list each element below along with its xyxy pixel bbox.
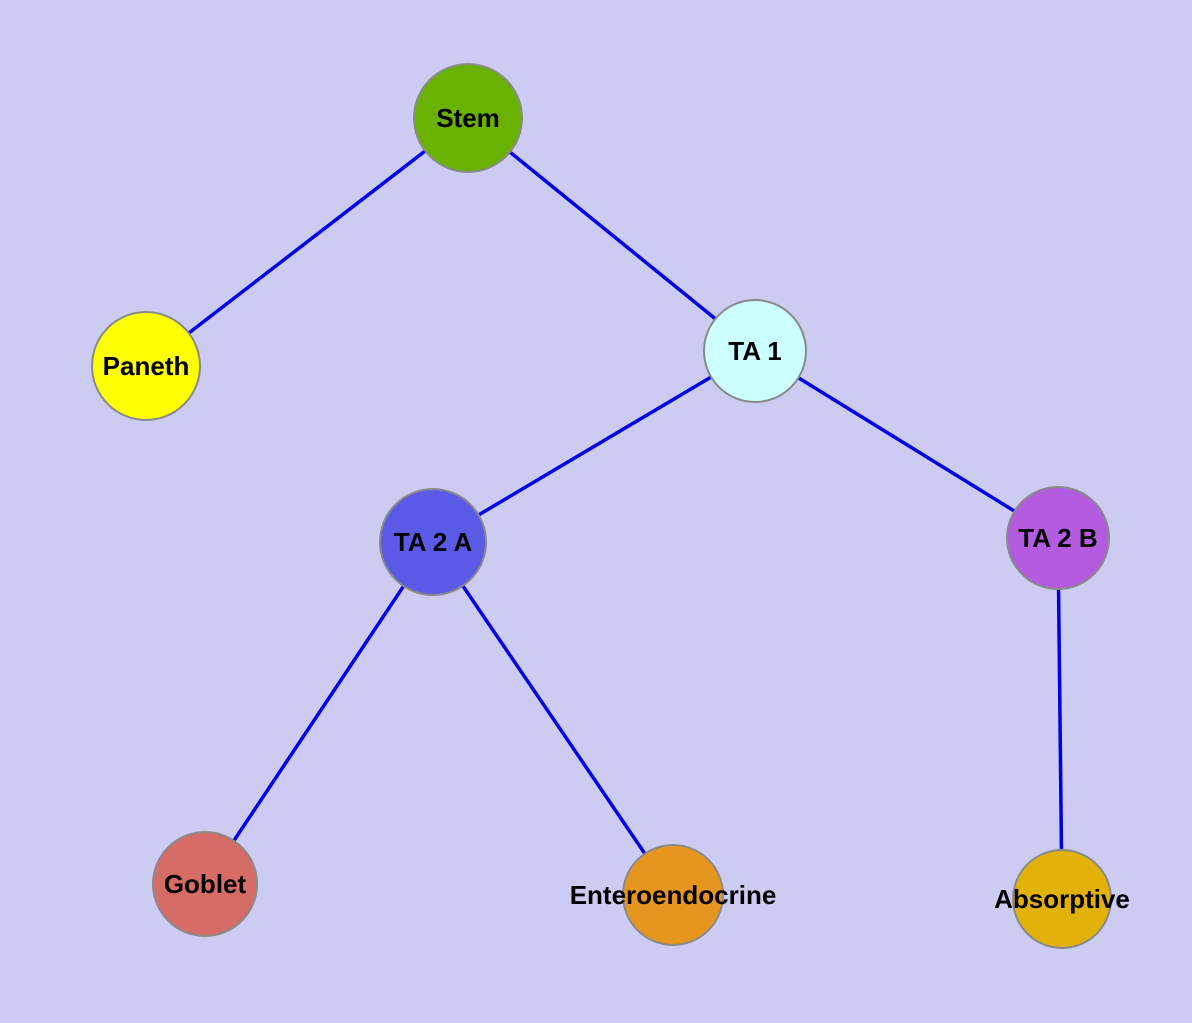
graph-node-group-ta1: TA 1 xyxy=(703,299,807,403)
graph-node-group-enteroendocrine: Enteroendocrine xyxy=(570,844,776,946)
edge-ta1-ta2a[interactable] xyxy=(431,349,757,544)
node-ta2a[interactable] xyxy=(379,488,487,596)
graph-node-group-ta2b: TA 2 B xyxy=(1006,486,1110,590)
graph-node-group-goblet: Goblet xyxy=(152,831,258,937)
node-enteroendocrine[interactable] xyxy=(622,844,724,946)
edge-ta2a-enteroendocrine[interactable] xyxy=(431,540,675,897)
graph-node-group-paneth: Paneth xyxy=(91,311,201,421)
node-ta1[interactable] xyxy=(703,299,807,403)
graph-node-group-ta2a: TA 2 A xyxy=(379,488,487,596)
node-absorptive[interactable] xyxy=(1012,849,1112,949)
graph-node-group-stem: Stem xyxy=(413,63,523,173)
node-goblet[interactable] xyxy=(152,831,258,937)
graph-node-group-absorptive: Absorptive xyxy=(994,849,1130,949)
node-paneth[interactable] xyxy=(91,311,201,421)
edge-stem-paneth[interactable] xyxy=(144,116,470,368)
edge-stem-ta1[interactable] xyxy=(466,116,757,353)
edge-ta1-ta2b[interactable] xyxy=(753,349,1060,540)
edge-ta2b-absorptive[interactable] xyxy=(1056,536,1064,901)
node-stem[interactable] xyxy=(413,63,523,173)
node-ta2b[interactable] xyxy=(1006,486,1110,590)
edge-ta2a-goblet[interactable] xyxy=(203,540,435,886)
